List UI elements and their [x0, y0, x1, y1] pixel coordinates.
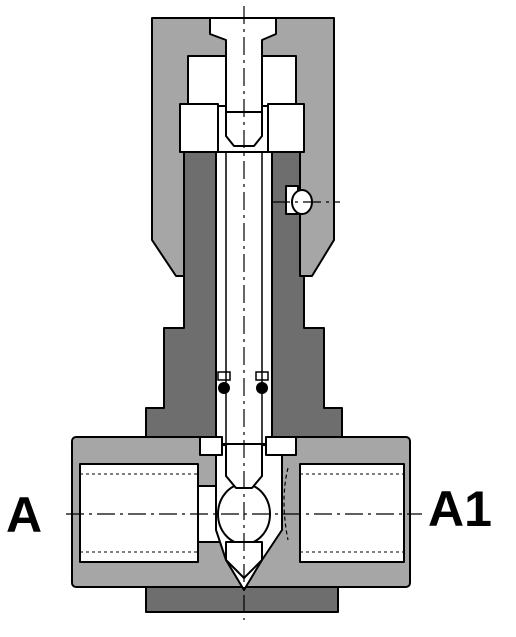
- inlet-bore: [79, 463, 199, 563]
- spindle-tip: [225, 443, 263, 489]
- gland-ring: [199, 436, 223, 456]
- o-ring-seal: [218, 382, 230, 394]
- spindle-point: [225, 541, 263, 579]
- gland-ring-right: [265, 436, 297, 456]
- o-ring-seal: [256, 382, 268, 394]
- backup-ring: [217, 371, 231, 381]
- outlet-bore: [299, 463, 405, 563]
- backup-ring: [255, 371, 269, 381]
- bushing-left: [179, 103, 219, 153]
- inlet-port-label: A: [6, 487, 43, 543]
- hidden-edge: [283, 467, 289, 541]
- bushing-right: [267, 103, 305, 153]
- cap-screw: [209, 17, 277, 147]
- outlet-port-label: A1: [428, 481, 492, 537]
